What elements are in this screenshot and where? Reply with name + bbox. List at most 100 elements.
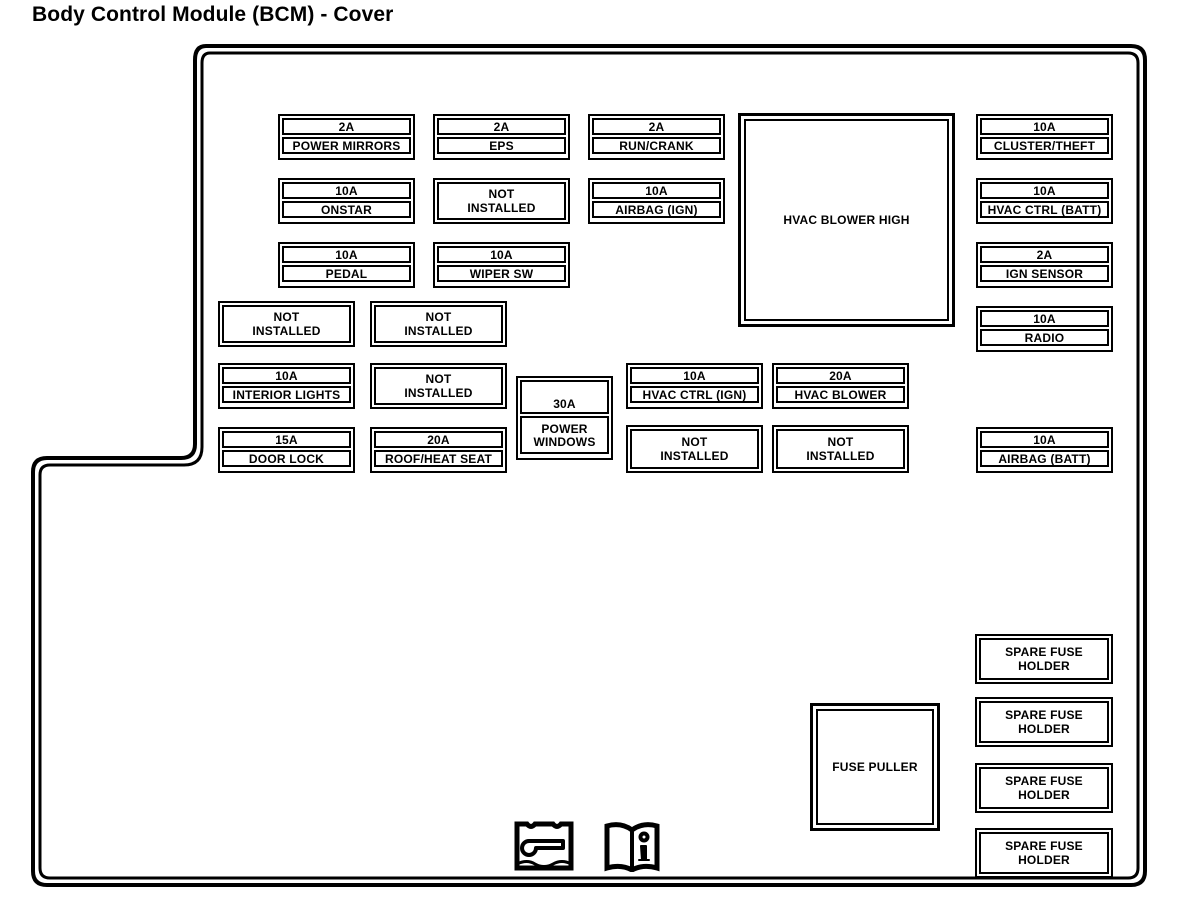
fuse-ign-sensor[interactable]: 2A IGN SENSOR	[976, 242, 1113, 288]
fuse-amp-rating: 2A	[980, 246, 1109, 263]
fuse-amp-rating: 10A	[630, 367, 759, 384]
fuse-amp-rating: 20A	[374, 431, 503, 448]
fuse-circuit-label: AIRBAG (IGN)	[592, 201, 721, 218]
not-installed-line-2: INSTALLED	[806, 449, 875, 463]
fuse-amp-rating: 10A	[437, 246, 566, 263]
fuse-amp-rating: 2A	[437, 118, 566, 135]
power-windows-line-2: WINDOWS	[533, 434, 596, 449]
spare-fuse-holder-line-1: SPARE FUSE	[1005, 708, 1083, 722]
hvac-blower-high-box[interactable]: HVAC BLOWER HIGH	[738, 113, 955, 327]
not-installed-line-1: NOT	[681, 435, 708, 449]
fuse-circuit-label: CLUSTER/THEFT	[980, 137, 1109, 154]
spare-fuse-holder-line-1: SPARE FUSE	[1005, 645, 1083, 659]
fuse-amp-rating: 10A	[980, 310, 1109, 327]
not-installed-line-1: NOT	[488, 187, 515, 201]
fuse-circuit-label: ROOF/HEAT SEAT	[374, 450, 503, 467]
fuse-amp-rating: 15A	[222, 431, 351, 448]
service-manual-icon	[513, 820, 575, 872]
fuse-hvac-blower[interactable]: 20A HVAC BLOWER	[772, 363, 909, 409]
fuse-roof-heat-seat[interactable]: 20A ROOF/HEAT SEAT	[370, 427, 507, 473]
not-installed-line-2: INSTALLED	[467, 201, 536, 215]
spare-fuse-holder-line-1: SPARE FUSE	[1005, 774, 1083, 788]
fuse-onstar[interactable]: 10A ONSTAR	[278, 178, 415, 224]
fuse-circuit-label: IGN SENSOR	[980, 265, 1109, 282]
not-installed-line-2: INSTALLED	[252, 324, 321, 338]
fuse-run-crank[interactable]: 2A RUN/CRANK	[588, 114, 725, 160]
fuse-pedal[interactable]: 10A PEDAL	[278, 242, 415, 288]
fuse-circuit-label: DOOR LOCK	[222, 450, 351, 467]
fuse-power-mirrors[interactable]: 2A POWER MIRRORS	[278, 114, 415, 160]
fuse-amp-rating: 10A	[980, 182, 1109, 199]
spare-fuse-holder-line-2: HOLDER	[1018, 788, 1070, 802]
power-windows-line-1: POWER	[541, 421, 588, 436]
fuse-hvac-ctrl-batt[interactable]: 10A HVAC CTRL (BATT)	[976, 178, 1113, 224]
fuse-circuit-label: HVAC CTRL (BATT)	[980, 201, 1109, 218]
fuse-puller-box[interactable]: FUSE PULLER	[810, 703, 940, 831]
not-installed-line-2: INSTALLED	[404, 386, 473, 400]
fuse-airbag-batt[interactable]: 10A AIRBAG (BATT)	[976, 427, 1113, 473]
fuse-amp-rating: 30A	[520, 380, 609, 414]
not-installed-line-1: NOT	[273, 310, 300, 324]
fuse-amp-rating: 10A	[282, 246, 411, 263]
fuse-eps[interactable]: 2A EPS	[433, 114, 570, 160]
spare-fuse-holder-line-1: SPARE FUSE	[1005, 839, 1083, 853]
fuse-circuit-label: EPS	[437, 137, 566, 154]
fuse-circuit-label: AIRBAG (BATT)	[980, 450, 1109, 467]
fuse-airbag-ign[interactable]: 10A AIRBAG (IGN)	[588, 178, 725, 224]
fuse-radio[interactable]: 10A RADIO	[976, 306, 1113, 352]
fuse-amp-rating: 20A	[776, 367, 905, 384]
fuse-amp-rating: 10A	[222, 367, 351, 384]
fuse-amp-rating: 2A	[592, 118, 721, 135]
page-title: Body Control Module (BCM) - Cover	[32, 3, 394, 26]
not-installed-line-1: NOT	[827, 435, 854, 449]
hvac-blower-high-label: HVAC BLOWER HIGH	[744, 119, 949, 321]
fuse-amp-rating: 10A	[592, 182, 721, 199]
fuse-hvac-ctrl-ign[interactable]: 10A HVAC CTRL (IGN)	[626, 363, 763, 409]
fuse-interior-lights[interactable]: 10A INTERIOR LIGHTS	[218, 363, 355, 409]
fuse-puller-label: FUSE PULLER	[816, 709, 934, 825]
fuse-circuit-label: POWER MIRRORS	[282, 137, 411, 154]
not-installed-line-2: INSTALLED	[660, 449, 729, 463]
not-installed-line-1: NOT	[425, 372, 452, 386]
spare-fuse-holder-line-2: HOLDER	[1018, 853, 1070, 867]
not-installed-line-2: INSTALLED	[404, 324, 473, 338]
fuse-circuit-label: INTERIOR LIGHTS	[222, 386, 351, 403]
fuse-circuit-label: PEDAL	[282, 265, 411, 282]
owners-manual-icon	[601, 820, 663, 873]
fuse-circuit-label: HVAC CTRL (IGN)	[630, 386, 759, 403]
fuse-door-lock[interactable]: 15A DOOR LOCK	[218, 427, 355, 473]
spare-fuse-holder-line-2: HOLDER	[1018, 722, 1070, 736]
fuse-amp-rating: 10A	[980, 118, 1109, 135]
fuse-amp-rating: 10A	[282, 182, 411, 199]
fuse-circuit-label: RADIO	[980, 329, 1109, 346]
fuse-circuit-label: HVAC BLOWER	[776, 386, 905, 403]
not-installed-line-1: NOT	[425, 310, 452, 324]
fuse-circuit-label: RUN/CRANK	[592, 137, 721, 154]
fuse-cluster-theft[interactable]: 10A CLUSTER/THEFT	[976, 114, 1113, 160]
fuse-amp-rating: 2A	[282, 118, 411, 135]
fuse-amp-rating: 10A	[980, 431, 1109, 448]
fuse-circuit-label: ONSTAR	[282, 201, 411, 218]
